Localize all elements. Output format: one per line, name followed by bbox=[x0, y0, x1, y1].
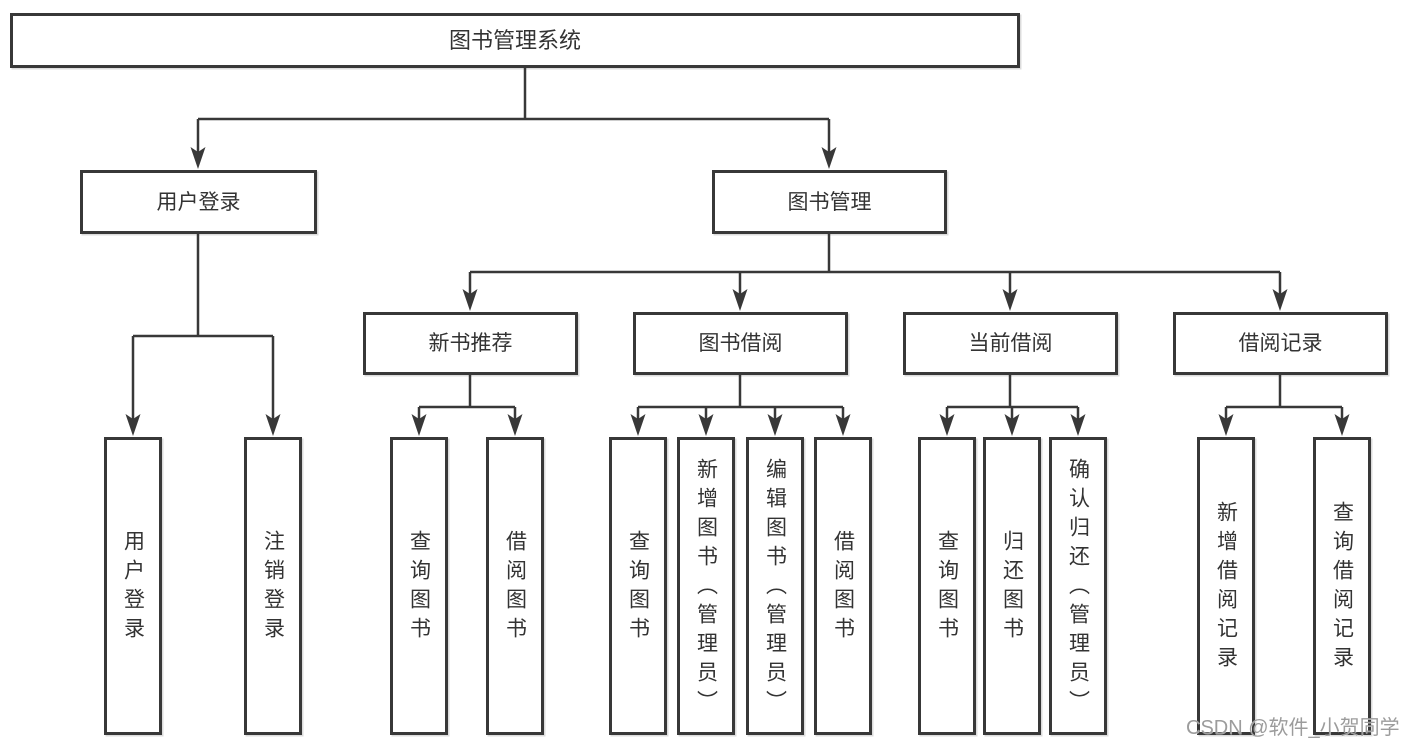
connector-root-to-level2 bbox=[190, 68, 837, 169]
node-root-system: 图书管理系统 bbox=[10, 13, 1020, 68]
node-book-borrow: 图书借阅 bbox=[633, 312, 848, 375]
leaf-query-borrow-record: 查询借阅记录 bbox=[1313, 437, 1371, 735]
connector-user-login-to-leaves bbox=[125, 234, 281, 436]
connector-current-borrow-to-leaves bbox=[939, 375, 1086, 436]
leaf-edit-books-admin: 编辑图书（管理员） bbox=[746, 437, 804, 735]
connector-book-management-to-level3 bbox=[462, 234, 1288, 311]
connector-new-book-recommend-to-leaves bbox=[411, 375, 523, 436]
leaf-logout: 注销登录 bbox=[244, 437, 302, 735]
leaf-add-borrow-record: 新增借阅记录 bbox=[1197, 437, 1255, 735]
node-new-book-recommend: 新书推荐 bbox=[363, 312, 578, 375]
leaf-add-books-admin: 新增图书（管理员） bbox=[677, 437, 735, 735]
leaf-borrow-books-recommend: 借阅图书 bbox=[486, 437, 544, 735]
connector-borrow-records-to-leaves bbox=[1218, 375, 1350, 436]
leaf-query-books-recommend: 查询图书 bbox=[390, 437, 448, 735]
leaf-borrow-books: 借阅图书 bbox=[814, 437, 872, 735]
node-user-login: 用户登录 bbox=[80, 170, 317, 234]
node-borrow-records: 借阅记录 bbox=[1173, 312, 1388, 375]
leaf-query-books-current: 查询图书 bbox=[918, 437, 976, 735]
connector-book-borrow-to-leaves bbox=[630, 375, 851, 436]
leaf-confirm-return-admin: 确认归还（管理员） bbox=[1049, 437, 1107, 735]
csdn-watermark: CSDN @软件_小贺同学 bbox=[1186, 717, 1400, 739]
node-book-management: 图书管理 bbox=[712, 170, 947, 234]
leaf-query-books-borrow: 查询图书 bbox=[609, 437, 667, 735]
leaf-return-books: 归还图书 bbox=[983, 437, 1041, 735]
leaf-user-login: 用户登录 bbox=[104, 437, 162, 735]
node-current-borrow: 当前借阅 bbox=[903, 312, 1118, 375]
